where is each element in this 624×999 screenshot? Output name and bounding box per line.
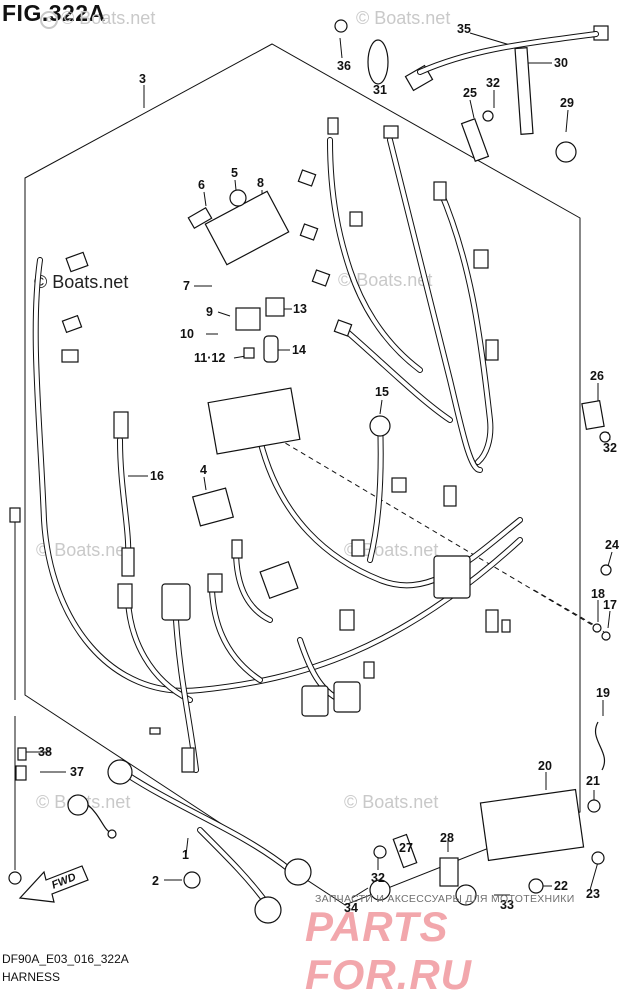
callout-19: 19 xyxy=(596,686,610,700)
callout-3: 3 xyxy=(139,72,146,86)
watermark-text: © Boats.net xyxy=(344,792,439,812)
callout-8: 8 xyxy=(257,176,264,190)
watermark-bottom-right: © Boats.net xyxy=(344,792,438,813)
watermark-text: © Boats.net xyxy=(61,8,156,28)
callout-23: 23 xyxy=(586,887,600,901)
callout-13: 13 xyxy=(293,302,307,316)
callout-29: 29 xyxy=(560,96,574,110)
copyright-icon: c xyxy=(40,11,58,29)
watermark-text: © Boats.net xyxy=(356,8,451,28)
watermark-mid-left: © Boats.net xyxy=(36,540,130,561)
callout-17: 17 xyxy=(603,598,617,612)
harness-wires xyxy=(32,137,523,773)
callout-26: 26 xyxy=(590,369,604,383)
callout-18: 18 xyxy=(591,587,605,601)
figure-code: DF90A_E03_016_322A xyxy=(2,952,129,966)
callout-32: 32 xyxy=(603,441,617,455)
callout-37: 37 xyxy=(70,765,84,779)
callout-21: 21 xyxy=(586,774,600,788)
harness-outline-box xyxy=(24,43,581,906)
callout-4: 4 xyxy=(200,463,207,477)
watermark-text: © Boats.net xyxy=(34,272,129,292)
callout-5: 5 xyxy=(231,166,238,180)
callout-6: 6 xyxy=(198,178,205,192)
reference-dashed-lines xyxy=(269,433,605,633)
callout-25: 25 xyxy=(463,86,477,100)
callout-22: 22 xyxy=(554,879,568,893)
callout-14: 14 xyxy=(292,343,306,357)
cable-item-1 xyxy=(67,759,312,924)
callout-16: 16 xyxy=(150,469,164,483)
callout-15: 15 xyxy=(375,385,389,399)
callout-28: 28 xyxy=(440,831,454,845)
callout-38: 38 xyxy=(38,745,52,759)
parts-shapes xyxy=(15,19,612,906)
callout-35: 35 xyxy=(457,22,471,36)
callout-27: 27 xyxy=(399,841,413,855)
callout-36: 36 xyxy=(337,59,351,73)
watermark-text: © Boats.net xyxy=(36,540,131,560)
callout-32: 32 xyxy=(371,871,385,885)
watermark-text: © Boats.net xyxy=(344,540,439,560)
callout-9: 9 xyxy=(206,305,213,319)
callout-33: 33 xyxy=(500,898,514,912)
callout-31: 31 xyxy=(373,83,387,97)
battery-cable-left xyxy=(8,507,22,885)
fwd-arrow-icon: FWD xyxy=(18,865,89,903)
shop-watermark-tagline: ЗАПЧАСТИ И АКСЕССУАРЫ ДЛЯ МОТОТЕХНИКИ xyxy=(315,893,575,905)
watermark-mid-right: © Boats.net xyxy=(338,270,432,291)
callout-10: 10 xyxy=(180,327,194,341)
watermark-text: © Boats.net xyxy=(338,270,433,290)
watermark-top-right: © Boats.net xyxy=(356,8,450,29)
callout-2: 2 xyxy=(152,874,159,888)
callout-7: 7 xyxy=(183,279,190,293)
watermark-center: © Boats.net xyxy=(344,540,438,561)
callout-34: 34 xyxy=(344,901,358,915)
watermark-top-left: c© Boats.net xyxy=(40,8,155,29)
callout-20: 20 xyxy=(538,759,552,773)
callout-1: 1 xyxy=(182,848,189,862)
callout-11-12: 11·12 xyxy=(194,351,225,365)
callout-32: 32 xyxy=(486,76,500,90)
watermark-left-dark: © Boats.net xyxy=(34,272,128,293)
figure-name: HARNESS xyxy=(2,970,61,984)
shop-watermark-logo: PARTS FOR.RU xyxy=(305,903,472,998)
callout-labels: 36 31 35 30 32 25 29 3 5 6 8 7 9 13 10 1… xyxy=(38,22,619,915)
callout-30: 30 xyxy=(554,56,568,70)
callout-24: 24 xyxy=(605,538,619,552)
